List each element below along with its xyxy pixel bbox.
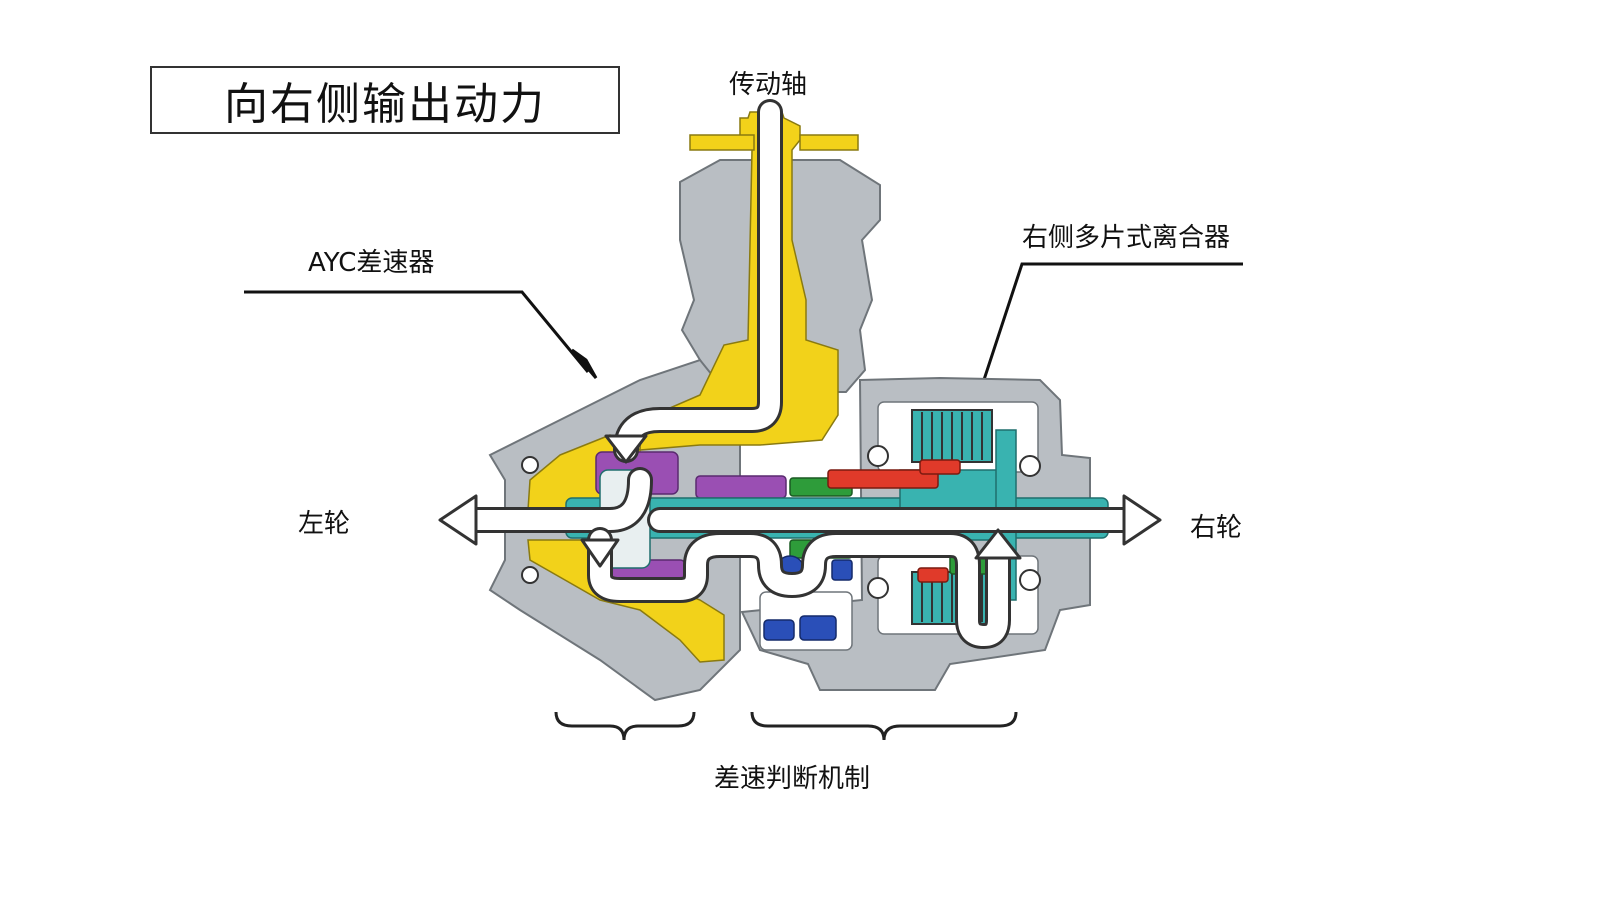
arrowhead-up-clutch <box>974 528 1022 560</box>
label-diff-judgment: 差速判断机制 <box>714 764 871 794</box>
arrowhead-down-left <box>580 538 620 568</box>
arrowhead-left-wheel <box>438 494 478 546</box>
label-ayc-differential: AYC差速器 <box>308 248 435 278</box>
label-drive-shaft: 传动轴 <box>729 70 808 100</box>
page-title: 向右侧输出动力 <box>224 79 546 130</box>
arrowhead-right-wheel <box>1122 494 1162 546</box>
leader-ayc <box>244 290 598 379</box>
arrowheads <box>438 434 1162 568</box>
label-right-clutch: 右侧多片式离合器 <box>1022 223 1231 253</box>
brace-left <box>554 711 696 741</box>
red-gears <box>827 459 961 583</box>
label-left-wheel: 左轮 <box>298 509 351 539</box>
power-flow-arrows <box>457 99 1143 649</box>
arrowhead-down-gear <box>604 434 648 464</box>
title-box: 向右侧输出动力 <box>150 66 620 134</box>
brace-right <box>750 711 1018 741</box>
bearings <box>521 445 1041 599</box>
clutch-pack-upper <box>911 409 993 463</box>
label-right-wheel: 右轮 <box>1190 513 1243 543</box>
